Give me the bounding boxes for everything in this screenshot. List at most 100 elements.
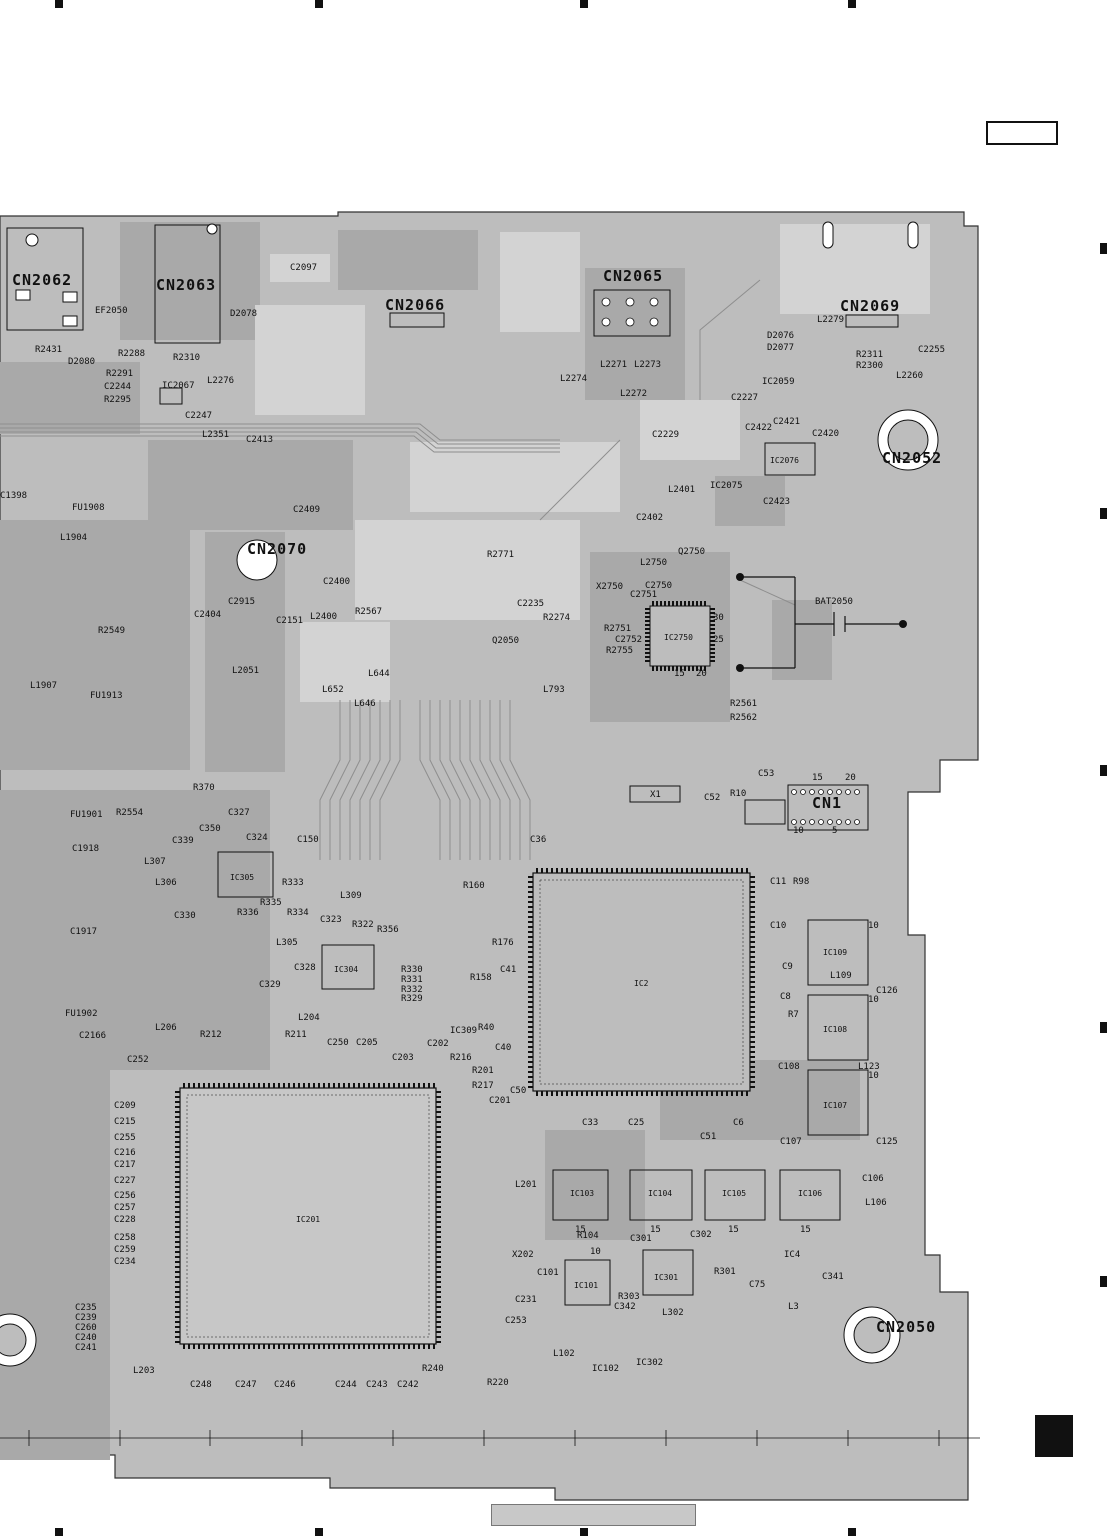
- ic-pad: [436, 1196, 441, 1198]
- ic-pad: [528, 911, 533, 913]
- ic-pad: [318, 1083, 320, 1088]
- part-label-r336: R336: [237, 908, 259, 918]
- ic-pad: [175, 1111, 180, 1113]
- part-label-c250: C250: [327, 1038, 349, 1048]
- part-label-l2401: L2401: [668, 485, 695, 495]
- part-label-l206: L206: [155, 1023, 177, 1033]
- ic-pad: [208, 1083, 210, 1088]
- ic-pad: [436, 1251, 441, 1253]
- part-label-c33: C33: [582, 1118, 598, 1128]
- part-label-ic309: IC309: [450, 1026, 477, 1036]
- ic-label: IC201: [296, 1215, 320, 1224]
- ic-pad: [528, 981, 533, 983]
- ic-pad: [636, 868, 638, 873]
- ic-pad: [273, 1344, 275, 1349]
- ic-pad: [263, 1344, 265, 1349]
- part-label-c25: C25: [628, 1118, 644, 1128]
- ic-pad: [546, 868, 548, 873]
- ic-pad: [436, 1311, 441, 1313]
- part-label-c255: C255: [114, 1133, 136, 1143]
- ic-pad: [175, 1236, 180, 1238]
- ic-pad: [556, 868, 558, 873]
- part-label-ic2067: IC2067: [162, 381, 195, 391]
- ic-pad: [253, 1344, 255, 1349]
- ic-pad: [175, 1301, 180, 1303]
- ic-pad: [528, 1046, 533, 1048]
- ic-pad: [175, 1276, 180, 1278]
- ic-pad: [268, 1083, 270, 1088]
- ic-pad: [750, 976, 755, 978]
- part-label-r104: R104: [577, 1231, 599, 1241]
- part-label-ic2059: IC2059: [762, 377, 795, 387]
- ic-pad: [348, 1344, 350, 1349]
- registration-mark: [315, 1528, 323, 1536]
- pin-number: 15: [728, 1225, 739, 1235]
- ic-pad: [750, 931, 755, 933]
- ic-pad: [436, 1126, 441, 1128]
- page-marker-box: [986, 121, 1058, 145]
- ic-pad: [750, 881, 755, 883]
- part-label-l646: L646: [354, 699, 376, 709]
- ic-label: IC301: [654, 1273, 678, 1282]
- part-label-l201: L201: [515, 1180, 537, 1190]
- ic-label: IC105: [722, 1189, 746, 1198]
- part-label-c205: C205: [356, 1038, 378, 1048]
- ic-pad: [303, 1344, 305, 1349]
- ic-pad: [750, 991, 755, 993]
- ic-pad: [528, 901, 533, 903]
- side-mark: [1100, 765, 1107, 776]
- ic-pad: [413, 1083, 415, 1088]
- part-label-r2288: R2288: [118, 349, 145, 359]
- ic-pad: [368, 1344, 370, 1349]
- ic-pad: [436, 1261, 441, 1263]
- ic-pad: [333, 1083, 335, 1088]
- ic-pad: [656, 666, 658, 671]
- side-mark: [1100, 243, 1107, 254]
- ic-pad: [436, 1331, 441, 1333]
- part-label-fu1901: FU1901: [70, 810, 103, 820]
- part-label-c11: C11: [770, 877, 786, 887]
- ic-pad: [353, 1344, 355, 1349]
- ic-pad: [671, 868, 673, 873]
- ic-pad: [645, 608, 650, 610]
- ic-pad: [328, 1083, 330, 1088]
- part-label-r158: R158: [470, 973, 492, 983]
- ic-pad: [646, 1091, 648, 1096]
- part-label-c2751: C2751: [630, 590, 657, 600]
- ic-pad: [428, 1083, 430, 1088]
- ic-pad: [750, 1036, 755, 1038]
- ic-pad: [238, 1344, 240, 1349]
- ic-pad: [213, 1083, 215, 1088]
- ic-pad: [596, 1091, 598, 1096]
- ic-pad: [298, 1083, 300, 1088]
- part-label-r7: R7: [788, 1010, 799, 1020]
- ic-pad: [228, 1344, 230, 1349]
- ic-pad: [645, 624, 650, 626]
- ic-pad: [428, 1344, 430, 1349]
- part-label-c243: C243: [366, 1380, 388, 1390]
- ic-pad: [433, 1083, 435, 1088]
- ic-pad: [343, 1344, 345, 1349]
- ic-pad: [368, 1083, 370, 1088]
- part-label-c2420: C2420: [812, 429, 839, 439]
- ic-pad: [293, 1344, 295, 1349]
- connector-labels: CN2062 CN2063 CN2065 CN2066 CN2069 CN205…: [12, 267, 941, 1336]
- ic-pad: [686, 1091, 688, 1096]
- part-label-l305: L305: [276, 938, 298, 948]
- pin-number: 15: [650, 1225, 661, 1235]
- ic-pad: [436, 1176, 441, 1178]
- registration-mark: [55, 1528, 63, 1536]
- ic-pad: [750, 986, 755, 988]
- ic-pad: [741, 1091, 743, 1096]
- part-label-c1918: C1918: [72, 844, 99, 854]
- battery-symbol: [740, 576, 903, 669]
- part-label-c2255: C2255: [918, 345, 945, 355]
- ic-label: IC101: [574, 1281, 598, 1290]
- part-label-l2274: L2274: [560, 374, 587, 384]
- ic-label: IC109: [823, 948, 847, 957]
- part-label-c257: C257: [114, 1203, 136, 1213]
- part-label-c10: C10: [770, 921, 786, 931]
- ic-pad: [528, 1021, 533, 1023]
- ic-pad: [750, 876, 755, 878]
- part-label-c244: C244: [335, 1380, 357, 1390]
